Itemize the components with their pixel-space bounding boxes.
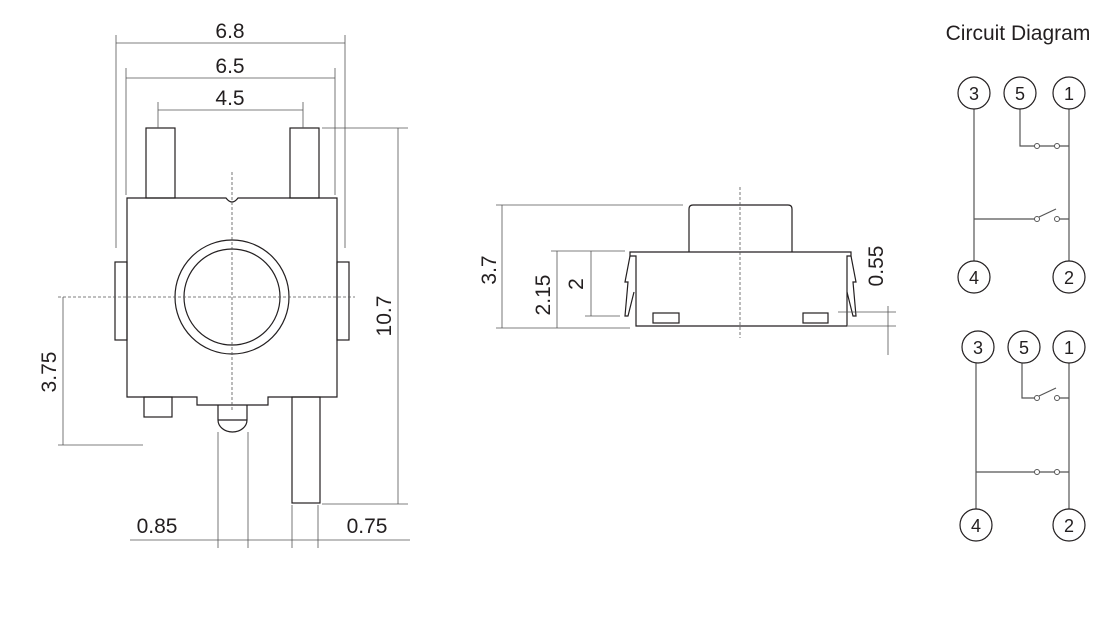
pin-3: 3 (969, 84, 979, 104)
dim-body-height: 2.15 (532, 275, 555, 316)
side-body (629, 251, 852, 327)
top-right-pin (289, 127, 320, 199)
pin-3-b: 3 (973, 338, 983, 358)
pin-2-b: 2 (1064, 516, 1074, 536)
dim-inner-height: 2 (565, 278, 588, 290)
dim-body-width: 6.5 (215, 55, 244, 78)
left-tab (114, 261, 128, 341)
dim-pin-pitch: 4.5 (215, 87, 244, 110)
pin-2: 2 (1064, 268, 1074, 288)
side-button (688, 204, 793, 252)
dim-pin-width: 0.75 (347, 515, 388, 538)
dim-offset: 3.75 (38, 352, 61, 393)
circuit-diagram: Circuit Diagram 3 5 1 4 2 3 5 1 4 2 (946, 22, 1091, 542)
dim-height: 10.7 (373, 296, 396, 337)
right-tab (336, 261, 350, 341)
pin-1-b: 1 (1064, 338, 1074, 358)
dim-standoff: 0.55 (865, 246, 888, 287)
left-leg (624, 255, 635, 317)
top-left-pin (145, 127, 176, 199)
right-leg (846, 255, 857, 317)
pin-4: 4 (969, 268, 979, 288)
switch-body (126, 197, 338, 406)
pin-5: 5 (1015, 84, 1025, 104)
pin-circles: 3 5 1 4 2 3 5 1 4 2 (957, 76, 1086, 542)
led (217, 405, 248, 433)
dim-total-height: 3.7 (478, 255, 501, 284)
dim-led-width: 0.85 (137, 515, 178, 538)
dim-overall-width: 6.8 (215, 20, 244, 43)
bottom-long-pin (291, 396, 321, 504)
front-view: 6.8 6.5 4.5 10.7 3.75 0.85 0.75 (38, 20, 410, 548)
pin-1: 1 (1064, 84, 1074, 104)
pin-4-b: 4 (971, 516, 981, 536)
bottom-left-pin (143, 396, 173, 418)
pin-5-b: 5 (1019, 338, 1029, 358)
circuit-title: Circuit Diagram (946, 22, 1091, 45)
side-view: 3.7 2.15 2 0.55 (478, 187, 896, 355)
